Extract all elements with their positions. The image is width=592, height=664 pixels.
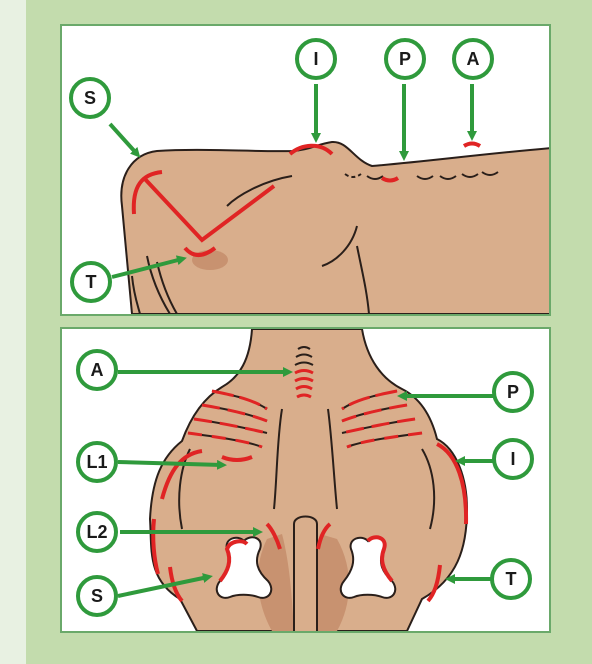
label-s: S [71, 79, 109, 117]
label-a: A [78, 351, 116, 389]
arrow-s [110, 124, 137, 154]
label-t: T [492, 560, 530, 598]
svg-text:A: A [467, 49, 480, 69]
label-s: S [78, 577, 116, 615]
svg-text:P: P [399, 49, 411, 69]
svg-text:L1: L1 [86, 452, 107, 472]
label-l2: L2 [78, 513, 116, 551]
cow-body-side [121, 142, 549, 314]
label-i: I [494, 440, 532, 478]
rear-view-panel: A P L1 I L2 S T [60, 327, 551, 633]
svg-text:I: I [510, 449, 515, 469]
svg-text:A: A [91, 360, 104, 380]
highlight-a [464, 144, 480, 147]
side-view-panel: S I P A T [60, 24, 551, 316]
svg-text:I: I [313, 49, 318, 69]
label-a: A [454, 40, 492, 78]
svg-text:T: T [86, 272, 97, 292]
svg-text:T: T [506, 569, 517, 589]
rear-view-illustration: A P L1 I L2 S T [62, 329, 549, 631]
svg-text:S: S [91, 586, 103, 606]
label-p: P [494, 373, 532, 411]
label-i: I [297, 40, 335, 78]
label-p: P [386, 40, 424, 78]
label-l1: L1 [78, 443, 116, 481]
label-t: T [72, 263, 110, 301]
svg-text:L2: L2 [86, 522, 107, 542]
svg-text:P: P [507, 382, 519, 402]
svg-text:S: S [84, 88, 96, 108]
side-view-illustration: S I P A T [62, 26, 549, 314]
